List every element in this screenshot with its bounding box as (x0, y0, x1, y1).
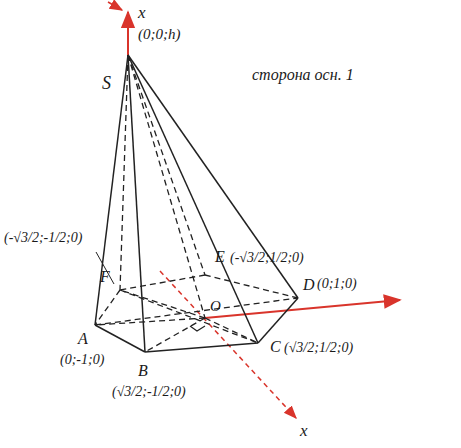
vertex-label: D (303, 276, 315, 294)
coordinate-label: (0;0;h) (138, 26, 180, 43)
vertex-label: B (138, 362, 148, 380)
coordinate-label: (-√3/2;-1/2;0) (4, 230, 82, 245)
vertex-label: C (270, 338, 281, 356)
coordinate-label: (√3/2;1/2;0) (284, 340, 353, 355)
z-axis (127, 12, 129, 55)
coordinate-label: (0;-1;0) (60, 352, 104, 367)
hidden-edges (95, 55, 298, 352)
axis-arrow (108, 2, 122, 10)
axis-label: x (138, 4, 146, 23)
coordinate-label: (√3/2;-1/2;0) (112, 384, 186, 399)
vertex-label: S (102, 74, 111, 94)
visible-edges (95, 55, 298, 352)
vertex-label: F (100, 268, 110, 286)
y-axis (205, 300, 400, 318)
axis-label: x (300, 422, 308, 441)
vertex-label: E (215, 248, 225, 266)
vertex-label: O (210, 298, 221, 315)
note-text: сторона осн. 1 (252, 66, 354, 84)
coordinate-label: (0;1;0) (317, 276, 357, 291)
right-angle-mark (190, 326, 205, 331)
coordinate-label: (-√3/2;1/2;0) (230, 250, 304, 265)
vertex-label: A (78, 330, 88, 348)
